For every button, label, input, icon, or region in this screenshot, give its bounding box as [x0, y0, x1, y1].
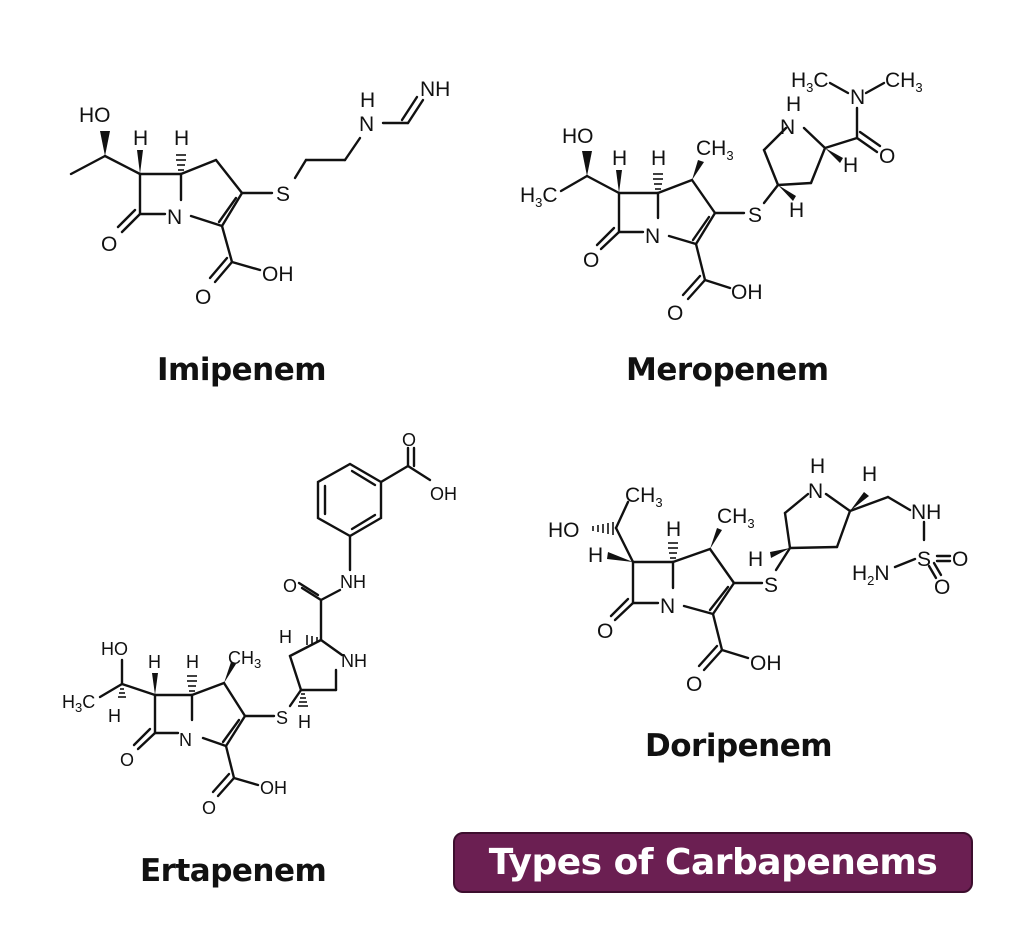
atom-label: CH3: [885, 69, 923, 95]
atom-label: H: [810, 455, 825, 478]
atom-label: H: [133, 127, 148, 150]
compound-name-ertapenem: Ertapenem: [140, 853, 327, 889]
atom-label: NH: [341, 651, 367, 671]
atom-label: H: [789, 199, 804, 222]
atom-label: OH: [430, 484, 457, 504]
atom-label: CH3: [717, 505, 755, 531]
atom-label: HO: [101, 639, 128, 659]
atom-label: H: [862, 463, 877, 486]
atom-label: S: [276, 183, 290, 206]
title-banner: Types of Carbapenems: [453, 832, 973, 893]
atom-label: H: [279, 627, 292, 647]
atom-label: N: [850, 86, 865, 109]
atom-label: O: [101, 233, 117, 256]
atom-label: O: [879, 145, 895, 168]
atom-label: N: [359, 113, 374, 136]
atom-label: CH3: [625, 484, 663, 510]
atom-label: H: [108, 706, 121, 726]
atom-label: S: [917, 548, 931, 571]
atom-label: OH: [750, 652, 782, 675]
atom-label: N: [167, 206, 182, 229]
atom-label: CH3: [696, 137, 734, 163]
atom-label: H: [612, 147, 627, 170]
atom-label: O: [686, 673, 702, 696]
atom-label: H: [298, 712, 311, 732]
atom-label: N: [780, 116, 795, 139]
compound-name-doripenem: Doripenem: [645, 728, 833, 764]
atom-label: O: [195, 286, 211, 309]
atom-label: O: [597, 620, 613, 643]
atom-label: H: [748, 548, 763, 571]
atom-label: H2N: [852, 562, 890, 588]
atom-label: H: [360, 89, 375, 112]
figure-title: Types of Carbapenems: [488, 842, 938, 883]
atom-label: HO: [548, 519, 580, 542]
atom-label: H3C: [791, 69, 829, 95]
atom-label: NH: [340, 572, 366, 592]
atom-label: H: [588, 544, 603, 567]
atom-label: O: [952, 548, 968, 571]
atom-label: OH: [262, 263, 294, 286]
atom-label: N: [179, 730, 192, 750]
atom-label: OH: [260, 778, 287, 798]
compound-name-imipenem: Imipenem: [157, 352, 327, 388]
atom-label: O: [667, 302, 683, 325]
atom-label: NH: [420, 78, 450, 101]
atom-label: H: [786, 93, 801, 116]
atom-label: H: [843, 154, 858, 177]
atom-label: O: [934, 576, 950, 599]
atom-label: O: [120, 750, 134, 770]
atom-label: N: [645, 225, 660, 248]
atom-label: N: [660, 595, 675, 618]
imipenem-structure: HO H H N O S OH O H N NH: [69, 78, 450, 309]
atom-label: H: [174, 127, 189, 150]
atom-label: H: [186, 652, 199, 672]
atom-label: S: [764, 574, 778, 597]
atom-label: H3C: [62, 692, 95, 715]
atom-label: HO: [562, 125, 594, 148]
atom-label: H: [148, 652, 161, 672]
atom-label: CH3: [228, 648, 261, 671]
doripenem-structure: HO CH3 H H CH3 N O S OH O H H N H NH S O…: [548, 455, 968, 696]
atom-label: HO: [79, 104, 111, 127]
atom-label: S: [748, 204, 762, 227]
atom-label: O: [583, 249, 599, 272]
atom-label: OH: [731, 281, 763, 304]
atom-label: S: [276, 708, 288, 728]
atom-label: H: [651, 147, 666, 170]
atom-label: O: [402, 430, 416, 450]
atom-label: O: [202, 798, 216, 818]
atom-label: H3C: [520, 184, 558, 210]
atom-label: NH: [911, 501, 941, 524]
atom-label: N: [808, 480, 823, 503]
ertapenem-structure: HO H3C H H H CH3 N O S OH O H NH H O NH …: [62, 430, 457, 818]
meropenem-structure: HO H3C H H CH3 N O S OH O H N H H O N H3…: [520, 69, 923, 325]
compound-name-meropenem: Meropenem: [626, 352, 829, 388]
atom-label: O: [283, 576, 297, 596]
atom-label: H: [666, 518, 681, 541]
